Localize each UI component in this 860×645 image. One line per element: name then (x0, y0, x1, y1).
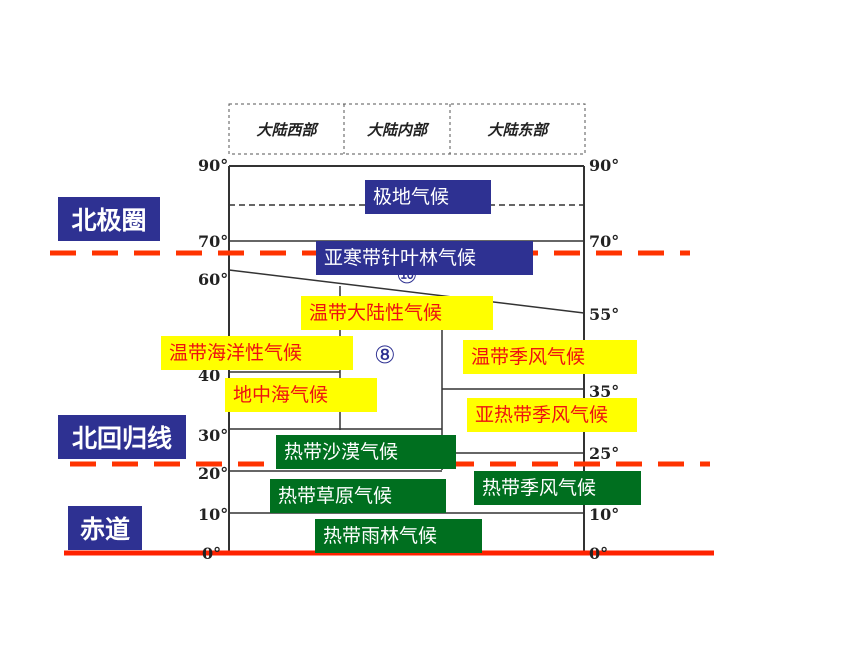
tick-right-35: 35° (589, 382, 620, 401)
climate-mediterranean: 地中海气候 (225, 378, 377, 412)
tick-left-0: 0° (202, 544, 222, 563)
tick-right-25: 25° (589, 444, 620, 463)
climate-tropical-savanna: 热带草原气候 (270, 479, 446, 513)
tick-left-90: 90° (198, 156, 229, 175)
tick-left-70: 70° (198, 232, 229, 251)
tick-left-60: 60° (198, 270, 229, 289)
climate-tropical-desert: 热带沙漠气候 (276, 435, 456, 469)
climate-temperate-monsoon: 温带季风气候 (463, 340, 637, 374)
climate-subtropical-monsoon: 亚热带季风气候 (467, 398, 637, 432)
tick-left-20: 20° (198, 464, 229, 483)
climate-subarctic: 亚寒带针叶林气候 (316, 241, 533, 275)
tick-right-0: 0° (589, 544, 609, 563)
tick-right-10: 10° (589, 505, 620, 524)
tick-left-30: 30° (198, 426, 229, 445)
climate-tropical-monsoon: 热带季风气候 (474, 471, 641, 505)
circle-number-8: ⑧ (374, 341, 396, 369)
line-60-55 (228, 269, 585, 314)
equator-label: 赤道 (68, 506, 142, 550)
arctic-circle-label: 北极圈 (58, 197, 160, 241)
tick-left-10: 10° (198, 505, 229, 524)
climate-polar: 极地气候 (365, 180, 491, 214)
header-box (228, 103, 586, 155)
tick-right-90: 90° (589, 156, 620, 175)
climate-temperate-oceanic: 温带海洋性气候 (161, 336, 353, 370)
tropic-label: 北回归线 (58, 415, 186, 459)
climate-temperate-continental: 温带大陆性气候 (301, 296, 493, 330)
climate-tropical-rainforest: 热带雨林气候 (315, 519, 482, 553)
header-interior: 大陆内部 (366, 120, 427, 139)
header-west: 大陆西部 (256, 120, 317, 139)
tick-right-55: 55° (589, 305, 620, 324)
header-east: 大陆东部 (487, 120, 548, 139)
tick-right-70: 70° (589, 232, 620, 251)
tick-left-40: 40 (198, 366, 221, 385)
